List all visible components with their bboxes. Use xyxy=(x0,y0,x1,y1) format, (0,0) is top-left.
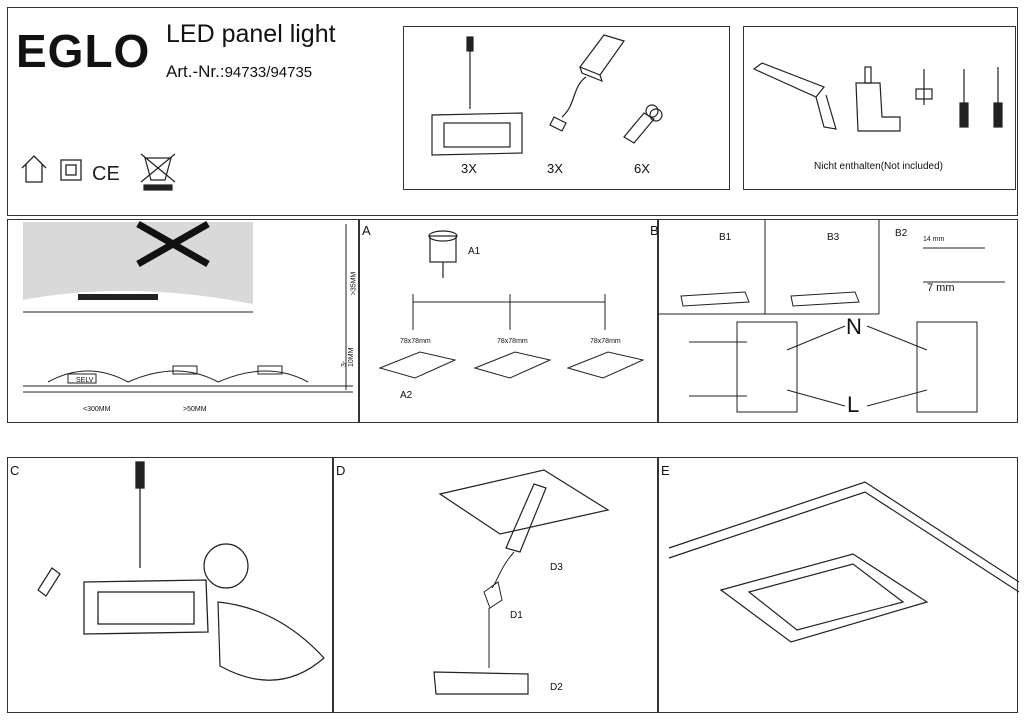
step-d-drawing xyxy=(433,469,610,695)
cut-size-1: 78x78mm xyxy=(400,338,431,345)
product-title: LED panel light xyxy=(166,20,336,48)
screwdriver-flat-icon xyxy=(959,69,969,128)
step-b-panel: B B1 B3 B2 14 mm 7 mm N L xyxy=(650,219,1018,423)
connector-small-icon xyxy=(37,567,61,597)
spacing-label-2: >50MM xyxy=(183,406,207,413)
certification-symbols: CE xyxy=(21,153,176,191)
panel-light-large-icon xyxy=(83,461,209,635)
step-b2-label: B2 xyxy=(895,228,908,239)
step-c-letter: C xyxy=(10,463,20,478)
step-b1-label: B1 xyxy=(719,232,732,243)
ce-mark-icon: CE xyxy=(92,163,120,185)
panel-light-icon xyxy=(431,36,523,156)
cut-size-3: 78x78mm xyxy=(590,338,621,345)
step-a2-label: A2 xyxy=(400,390,413,401)
step-e-letter: E xyxy=(661,463,670,478)
driver-quantity: 3X xyxy=(547,161,563,176)
step-a-panel: A A1 A2 78x78mm 78x78mm 78x78mm xyxy=(359,219,658,423)
step-b-drawing xyxy=(659,220,1005,413)
depth-label-top: >35MM xyxy=(350,271,358,296)
driver-label: SELV xyxy=(76,377,94,384)
not-included-box: Nicht enthalten(Not included) xyxy=(743,26,1016,190)
step-d-letter: D xyxy=(336,463,346,478)
strip-length-14: 14 mm xyxy=(923,236,945,243)
step-d1-label: D1 xyxy=(510,610,523,621)
step-d2-label: D2 xyxy=(550,682,563,693)
depth-label-bottom: 3-10MM xyxy=(341,347,355,367)
driver-in-ceiling xyxy=(505,483,547,553)
panel-quantity: 3X xyxy=(461,161,477,176)
brand-logo: EGLO xyxy=(16,25,151,77)
hole-saw-icon xyxy=(428,230,458,278)
step-e-panel: E xyxy=(658,457,1020,713)
cross-mark-2 xyxy=(136,220,210,268)
drill-bit-icon xyxy=(915,69,933,105)
weee-bin-icon xyxy=(140,153,176,191)
step-b-letter: B xyxy=(650,223,659,238)
screwdriver-phillips-icon xyxy=(993,67,1003,128)
step-c-drawing xyxy=(37,461,325,681)
connector-quantity: 6X xyxy=(634,161,650,176)
step-b3-label: B3 xyxy=(827,232,840,243)
article-values: 94733/94735 xyxy=(224,64,313,81)
svg-text:CE: CE xyxy=(92,163,120,185)
live-label: L xyxy=(847,392,860,417)
article-number: Art.-Nr.:94733/94735 xyxy=(166,62,312,82)
step-e-drawing xyxy=(668,481,1020,643)
connector-icon xyxy=(623,104,663,144)
driver-icon xyxy=(549,34,625,132)
saw-icon xyxy=(752,62,837,130)
not-included-caption: Nicht enthalten(Not included) xyxy=(814,161,943,172)
overview-drawing xyxy=(23,220,353,393)
spring-clip-detail xyxy=(203,543,325,681)
installation-overview-panel: >35MM 3-10MM SELV <300MM >50MM xyxy=(7,219,359,423)
strip-length-7: 7 mm xyxy=(927,282,955,294)
included-items-box: 3X 3X 6X xyxy=(403,26,730,190)
indoor-house-icon xyxy=(21,155,47,183)
tools-drawing xyxy=(752,62,1003,132)
step-d3-label: D3 xyxy=(550,562,563,573)
article-prefix: Art.-Nr.: xyxy=(166,62,225,81)
drill-icon xyxy=(855,66,901,132)
step-d-panel: D D1 D2 D3 xyxy=(333,457,658,713)
step-a-letter: A xyxy=(362,223,371,238)
step-c-panel: C xyxy=(7,457,333,713)
installed-panel-icon xyxy=(719,553,929,643)
step-a-drawing xyxy=(378,230,645,379)
step-a1-label: A1 xyxy=(468,246,481,257)
neutral-label: N xyxy=(846,314,862,339)
spacing-label-1: <300MM xyxy=(83,406,111,413)
included-items-drawing xyxy=(431,34,663,156)
protection-class-icon xyxy=(60,159,82,181)
cut-size-2: 78x78mm xyxy=(497,338,528,345)
